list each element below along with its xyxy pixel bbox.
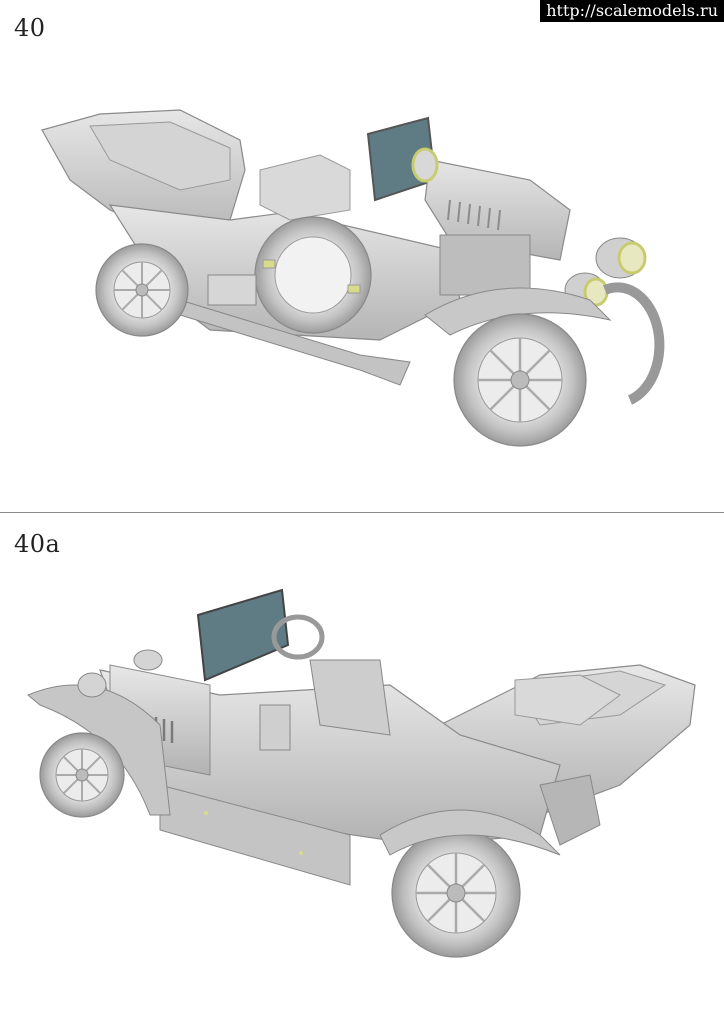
step-number-40: 40	[14, 14, 46, 42]
car-illustration-step-40	[30, 100, 680, 460]
car-render-side-view	[27, 588, 696, 958]
car-illustration-step-40a	[20, 585, 710, 965]
watermark-url[interactable]: http://scalemodels.ru	[540, 0, 724, 22]
step-number-40a: 40a	[14, 530, 61, 558]
car-render-front-view	[41, 109, 665, 447]
section-divider	[0, 512, 724, 513]
